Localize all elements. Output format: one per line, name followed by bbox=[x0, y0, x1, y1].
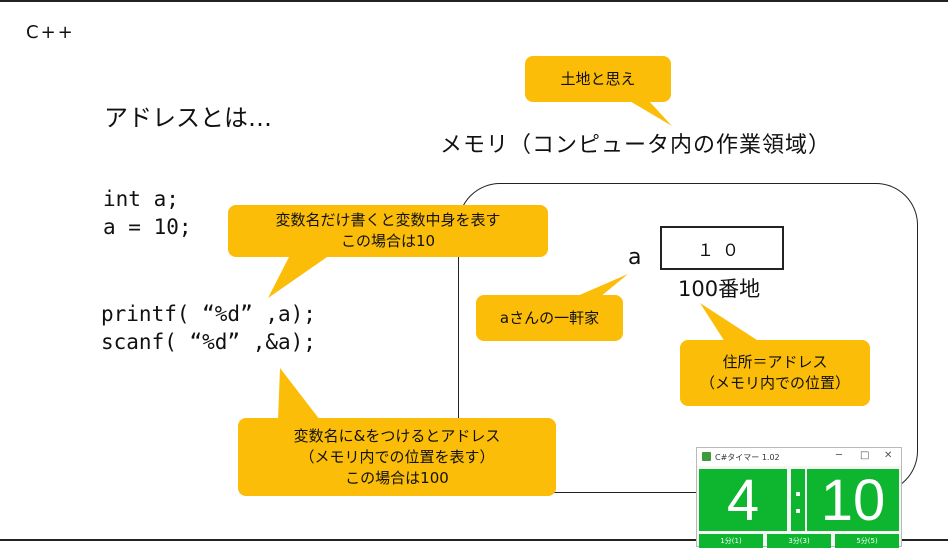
callout-ampersand-line3: この場合は100 bbox=[345, 468, 449, 487]
bottom-rule bbox=[0, 539, 948, 541]
callout-address-line1: 住所＝アドレス bbox=[722, 353, 828, 371]
code-line-printf: printf( “%d” ,a); bbox=[101, 302, 316, 326]
callout-variable-value-line2: この場合は10 bbox=[340, 232, 436, 250]
callout-land-text: 土地と思え bbox=[560, 69, 636, 88]
tail-address bbox=[700, 303, 760, 342]
address-label: 100番地 bbox=[678, 277, 761, 301]
variable-name: a bbox=[628, 245, 642, 270]
callout-address: 住所＝アドレス （メモリ内での位置） bbox=[680, 340, 870, 406]
callout-house-text: aさんの一軒家 bbox=[499, 308, 600, 327]
timer-seconds: 10 bbox=[807, 468, 899, 533]
tail-vardesc bbox=[268, 255, 330, 298]
callout-address-line2: （メモリ内での位置） bbox=[699, 374, 850, 392]
minimize-icon[interactable]: ─ bbox=[836, 450, 843, 461]
callout-variable-value-line1: 変数名だけ書くと変数中身を表す bbox=[275, 211, 501, 229]
timer-5min-button[interactable]: 5分(5) bbox=[835, 534, 899, 548]
memory-cell-value: １０ bbox=[697, 240, 747, 261]
close-icon[interactable]: ✕ bbox=[884, 450, 893, 461]
memory-title: メモリ（コンピュータ内の作業領域） bbox=[440, 133, 832, 158]
callout-ampersand-line1: 変数名に&をつけるとアドレス bbox=[293, 426, 501, 445]
tail-land bbox=[628, 100, 672, 126]
callout-ampersand: 変数名に&をつけるとアドレス （メモリ内での位置を表す） この場合は100 bbox=[238, 418, 556, 496]
timer-window[interactable]: C#タイマー 1.02 ─ □ ✕ 4 : 10 1分(1) 3分(3) 5分(… bbox=[696, 447, 902, 548]
tail-house bbox=[575, 274, 628, 297]
timer-colon: : bbox=[791, 469, 805, 531]
callout-house: aさんの一軒家 bbox=[476, 295, 623, 341]
callout-ampersand-line2: （メモリ内での位置を表す） bbox=[299, 447, 495, 466]
top-rule bbox=[0, 0, 948, 2]
memory-cell: １０ bbox=[660, 226, 784, 270]
timer-minutes: 4 bbox=[699, 468, 787, 533]
slide-title: C++ bbox=[26, 22, 75, 43]
callout-land: 土地と思え bbox=[525, 56, 671, 102]
timer-app-icon bbox=[702, 452, 711, 461]
callout-variable-value: 変数名だけ書くと変数中身を表す この場合は10 bbox=[228, 205, 548, 257]
tail-amp bbox=[278, 368, 320, 420]
code-line-scanf: scanf( “%d” ,&a); bbox=[101, 330, 316, 354]
timer-3min-button[interactable]: 3分(3) bbox=[767, 534, 831, 548]
code-line-declare: int a; bbox=[103, 187, 179, 211]
timer-1min-button[interactable]: 1分(1) bbox=[699, 534, 763, 548]
timer-title: C#タイマー 1.02 bbox=[715, 453, 780, 462]
code-line-assign: a = 10; bbox=[103, 215, 192, 239]
timer-titlebar[interactable]: C#タイマー 1.02 ─ □ ✕ bbox=[697, 448, 901, 466]
memory-area bbox=[458, 183, 918, 493]
maximize-icon[interactable]: □ bbox=[860, 450, 870, 461]
slide-heading: アドレスとは… bbox=[104, 104, 272, 132]
